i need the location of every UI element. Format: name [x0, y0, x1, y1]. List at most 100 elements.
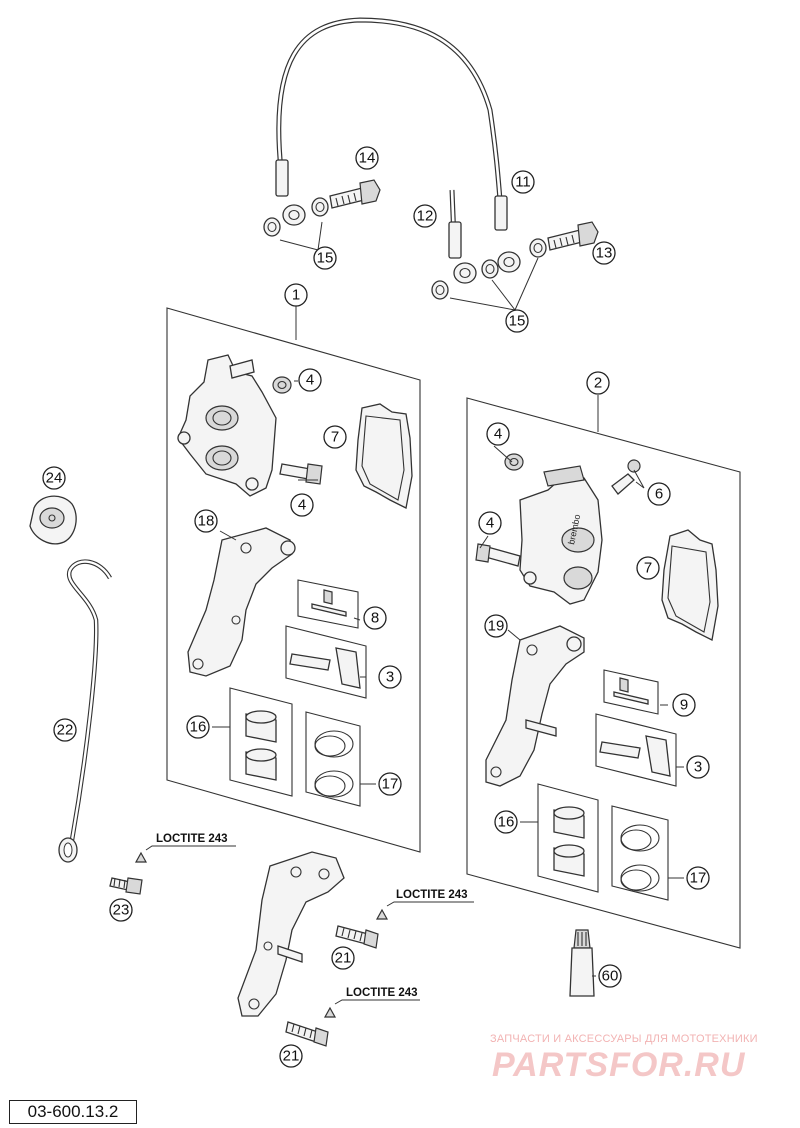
loctite-drops: [134, 851, 389, 1018]
svg-text:8: 8: [371, 610, 379, 627]
svg-text:17: 17: [690, 870, 707, 887]
svg-text:11: 11: [515, 174, 531, 191]
seal-kit-17-left: [305, 711, 361, 807]
caliper-kit-panel-left: [166, 307, 421, 853]
brake-pads-left: [355, 403, 413, 509]
piston-kit-16-right: [537, 783, 599, 893]
callout-19: 19: [484, 614, 508, 638]
callout-15-a: 15: [313, 246, 337, 270]
caliper-pin-left-upper: [272, 376, 292, 394]
loctite-label-1: LOCTITE 243: [156, 833, 228, 845]
cable-guide-24: [29, 495, 77, 545]
callout-6: 6: [647, 482, 671, 506]
caliper-bolt-left: [279, 463, 323, 485]
svg-text:12: 12: [417, 208, 434, 225]
svg-text:24: 24: [46, 470, 63, 487]
caliper-kit-panel-right: [466, 397, 741, 949]
callout-8: 8: [363, 606, 387, 630]
svg-text:6: 6: [655, 486, 663, 503]
callout-7-right: 7: [636, 556, 660, 580]
svg-text:3: 3: [694, 759, 702, 776]
seal-kit-17-right: [611, 805, 669, 901]
svg-text:4: 4: [486, 515, 494, 532]
caliper-carrier-19: [485, 625, 585, 787]
svg-text:15: 15: [509, 313, 526, 330]
brake-hose-short: [448, 189, 477, 284]
watermark-logo: PARTSFOR.RU: [492, 1046, 746, 1084]
callout-15-b: 15: [505, 309, 529, 333]
svg-text:3: 3: [386, 669, 394, 686]
svg-text:7: 7: [331, 429, 339, 446]
callout-13: 13: [592, 241, 616, 265]
drawing-code: 03-600.13.2: [9, 1100, 137, 1124]
callout-3-right: 3: [686, 755, 710, 779]
pin-kit-9: [603, 669, 659, 715]
brake-caliper-right: brembo: [519, 465, 603, 605]
pin-kit-8: [297, 579, 359, 629]
loctite-label-3: LOCTITE 243: [346, 987, 418, 999]
spring-kit-3-right: [595, 713, 677, 787]
callout-12: 12: [413, 204, 437, 228]
svg-text:18: 18: [198, 513, 215, 530]
callout-4-d: 4: [478, 511, 502, 535]
svg-text:22: 22: [57, 722, 74, 739]
watermark-caption: ЗАПЧАСТИ И АКСЕССУАРЫ ДЛЯ МОТОТЕХНИКИ: [490, 1033, 758, 1045]
caliper-carrier-lower: [237, 851, 345, 1017]
callout-22: 22: [53, 718, 77, 742]
svg-text:15: 15: [317, 250, 334, 267]
callout-2: 2: [586, 371, 610, 395]
svg-text:21: 21: [283, 1048, 300, 1065]
spring-kit-3-left: [285, 625, 367, 699]
callout-18: 18: [194, 509, 218, 533]
callout-9: 9: [672, 693, 696, 717]
svg-text:9: 9: [680, 697, 688, 714]
svg-text:14: 14: [359, 150, 376, 167]
loctite-bottle-60: [569, 929, 595, 997]
svg-text:2: 2: [594, 375, 602, 392]
svg-text:19: 19: [488, 618, 505, 635]
loctite-label-2: LOCTITE 243: [396, 889, 468, 901]
wire-clip-22: [58, 559, 112, 863]
caliper-carrier-18: [187, 527, 296, 677]
svg-text:7: 7: [644, 560, 652, 577]
svg-text:17: 17: [382, 776, 399, 793]
svg-text:4: 4: [494, 426, 502, 443]
piston-kit-16-left: [229, 687, 293, 797]
sealing-washers: [263, 197, 547, 300]
banjo-bolt-14: [329, 179, 381, 209]
svg-text:60: 60: [602, 968, 619, 985]
callout-1: 1: [284, 283, 308, 307]
bleed-valve-6: [611, 459, 641, 495]
callout-17-right: 17: [686, 866, 710, 890]
svg-text:13: 13: [596, 245, 613, 262]
callout-11: 11: [511, 170, 535, 194]
callout-4-b: 4: [290, 493, 314, 517]
callout-4-c: 4: [486, 422, 510, 446]
callout-24: 24: [42, 466, 66, 490]
callout-17-left: 17: [378, 772, 402, 796]
bolt-21-upper: [335, 925, 379, 949]
svg-text:16: 16: [498, 814, 515, 831]
callout-23: 23: [109, 898, 133, 922]
callout-21-upper: 21: [331, 946, 355, 970]
callout-60: 60: [598, 964, 622, 988]
banjo-bolt-13: [547, 221, 599, 251]
caliper-bolt-right: [475, 543, 521, 567]
callout-leaders: [212, 380, 684, 977]
brake-caliper-left: [177, 354, 277, 497]
callout-16-left: 16: [186, 715, 210, 739]
loctite-leaders: [145, 845, 474, 1005]
callout-7-left: 7: [323, 425, 347, 449]
svg-text:4: 4: [306, 372, 314, 389]
svg-text:16: 16: [190, 719, 207, 736]
callout-21-lower: 21: [279, 1044, 303, 1068]
brake-hose: [275, 17, 521, 273]
bolt-21-lower: [285, 1021, 329, 1047]
callout-3-left: 3: [378, 665, 402, 689]
caliper-pin-right-upper: [504, 453, 524, 471]
callout-16-right: 16: [494, 810, 518, 834]
callout-4-a: 4: [298, 368, 322, 392]
svg-text:1: 1: [292, 287, 300, 304]
brake-pads-right: [661, 529, 719, 641]
